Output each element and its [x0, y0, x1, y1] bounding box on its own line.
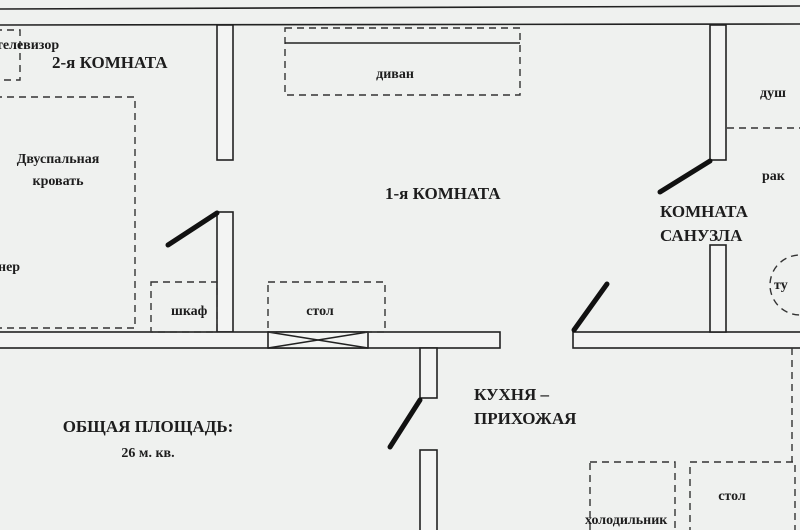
door-entrance	[387, 397, 423, 450]
closet-outline	[150, 281, 218, 333]
room2-label: 2-я КОМНАТА	[52, 53, 168, 72]
furniture	[0, 27, 800, 530]
area-label: ОБЩАЯ ПЛОЩАДЬ:	[63, 417, 234, 436]
toilet-label: ту	[774, 278, 788, 293]
shower-label: душ	[760, 86, 786, 101]
bed-label-1: Двуспальная	[17, 152, 100, 167]
labels: телевизор 2-я КОМНАТА Двуспальная кроват…	[0, 38, 788, 528]
wall-bathroom-upper	[709, 24, 727, 161]
fridge-outline	[589, 461, 676, 530]
kitchen-label-1: КУХНЯ –	[474, 385, 549, 404]
kitchen-table-outline	[689, 461, 796, 530]
sink-label: рак	[762, 169, 786, 184]
wall-room2-lower	[216, 211, 234, 333]
wall-kitchen-upper	[419, 347, 438, 399]
wardrobe-label: нер	[0, 260, 20, 275]
outer-wall-line	[0, 5, 800, 10]
door-room1	[571, 281, 610, 333]
bathroom-label-1: КОМНАТА	[660, 202, 749, 221]
wall-kitchen-lower	[419, 449, 438, 530]
area-value: 26 м. кв.	[121, 446, 174, 461]
fridge-label: холодильник	[585, 513, 668, 528]
door-room2	[165, 210, 220, 248]
tv-label: телевизор	[0, 38, 59, 53]
table-label: стол	[306, 304, 334, 319]
wall-horizontal-left	[0, 331, 501, 349]
sofa-label: диван	[376, 67, 414, 82]
window	[267, 331, 369, 349]
bed-outline	[0, 96, 136, 329]
kitchen-label-2: ПРИХОЖАЯ	[474, 409, 576, 428]
wall-room2-upper	[216, 24, 234, 161]
outer-wall-line	[0, 23, 800, 26]
kitchen-table-label: стол	[718, 489, 746, 504]
walls	[0, 5, 800, 530]
room1-label: 1-я КОМНАТА	[385, 184, 501, 203]
door-bathroom	[657, 158, 713, 195]
wall-horizontal-right	[572, 331, 800, 349]
doors	[165, 158, 713, 450]
closet-label: шкаф	[171, 304, 208, 319]
wall-bathroom-lower	[709, 244, 727, 333]
sofa-outline	[284, 27, 521, 96]
bathroom-label-2: САНУЗЛА	[660, 226, 743, 245]
bed-label-2: кровать	[33, 174, 85, 189]
tv-outline	[0, 29, 21, 81]
